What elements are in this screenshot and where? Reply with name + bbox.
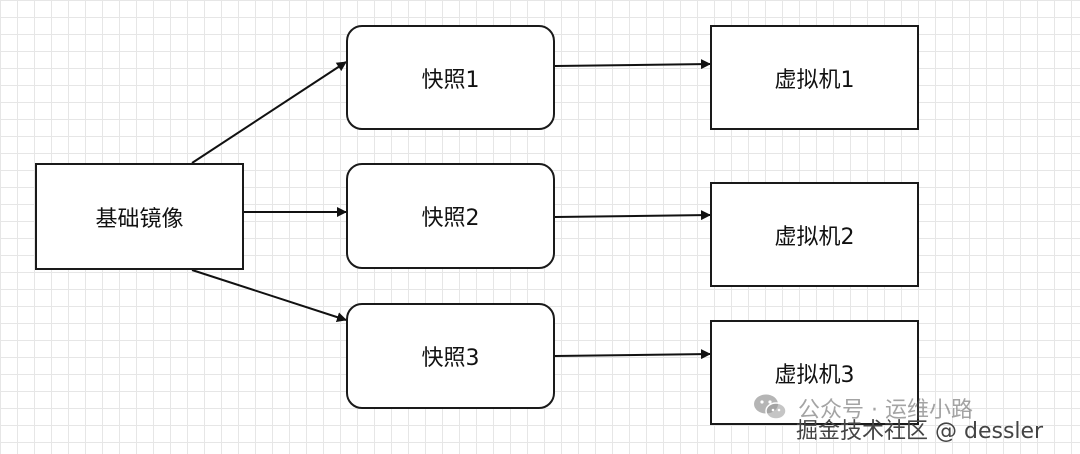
vm-3-node: 虚拟机3	[710, 320, 919, 425]
wechat-icon	[754, 394, 787, 420]
edge-base-to-snapshot-1	[191, 61, 347, 164]
base-image-label: 基础镜像	[95, 206, 184, 232]
snapshot-1-label: 快照1	[421, 67, 480, 93]
vm-2-node: 虚拟机2	[710, 182, 919, 287]
snapshot-2-node: 快照2	[346, 163, 555, 269]
edge-snapshot-3-to-vm-3	[554, 349, 711, 360]
snapshot-1-node: 快照1	[346, 25, 555, 130]
snapshot-3-node: 快照3	[346, 303, 555, 409]
watermark-juejin-author: 掘金技术社区 @ dessler	[796, 419, 1044, 444]
edge-snapshot-1-to-vm-1	[554, 59, 711, 70]
vm-3-label: 虚拟机3	[774, 362, 855, 388]
snapshot-3-label: 快照3	[421, 346, 480, 371]
base-image-node: 基础镜像	[35, 163, 244, 270]
vm-1-node: 虚拟机1	[710, 25, 919, 130]
vm-2-label: 虚拟机2	[774, 224, 855, 250]
snapshot-2-label: 快照2	[421, 206, 480, 231]
edge-base-to-snapshot-3	[191, 269, 347, 322]
edge-snapshot-2-to-vm-2	[554, 210, 711, 221]
vm-1-label: 虚拟机1	[774, 67, 855, 93]
watermark-official-account: 公众号 · 运维小路	[798, 398, 973, 423]
